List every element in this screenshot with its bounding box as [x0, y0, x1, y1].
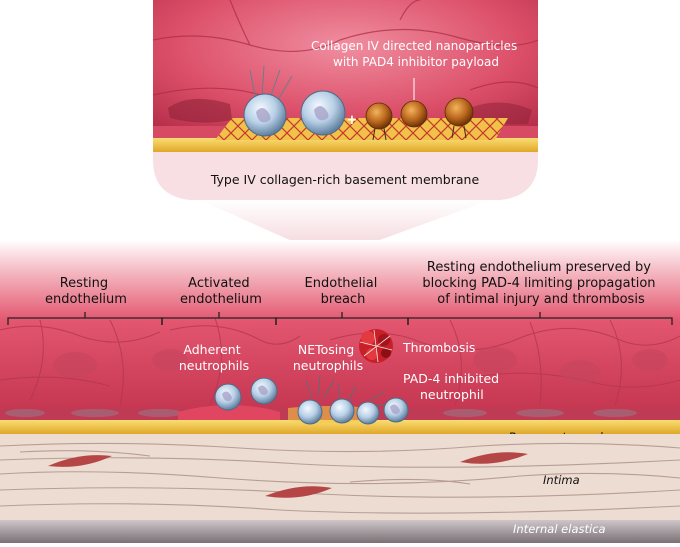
inset-cell-outlines	[152, 0, 539, 99]
stage-title-breach: Endothelial breach	[305, 276, 382, 307]
cell-nuclei	[53, 347, 668, 384]
adherent-neutrophil-2	[250, 377, 278, 405]
flattened-nuclei	[5, 409, 637, 417]
netosing-neutrophil-3	[356, 401, 380, 425]
pad4-inhibited-neutrophil	[383, 397, 409, 423]
internal-elastica-layer	[0, 520, 680, 543]
nanoparticle-3	[444, 97, 474, 139]
adherent-neutrophils-label: Adherent neutrophils	[179, 342, 249, 373]
netosing-neutrophils-label: NETosing neutrophils	[293, 342, 363, 373]
inset-panel: Type IV collagen-rich basement membrane …	[152, 0, 539, 200]
stage-title-resting: Resting endothelium	[45, 276, 127, 307]
stage-title-preserved: Resting endothelium preserved by blockin…	[422, 260, 659, 307]
activated-cell-bulge	[178, 405, 280, 420]
inset-neutrophil-1	[243, 65, 293, 137]
collagen-mesh	[215, 118, 508, 140]
inset-caption-band	[153, 152, 538, 200]
inset-neutrophil-2	[300, 90, 346, 136]
pad4-inhibited-label: PAD-4 inhibited neutrophil	[403, 371, 503, 402]
endothelium-tissue	[0, 240, 680, 420]
netosing-neutrophil-1	[297, 399, 323, 425]
endothelial-cell-outlines	[0, 317, 680, 406]
plus-sign: +	[347, 113, 358, 128]
basement-membrane-layer	[0, 420, 680, 434]
net-strands	[249, 65, 293, 101]
thrombus	[359, 329, 393, 363]
magnification-funnel	[200, 200, 490, 258]
inset-basement-layer	[153, 138, 538, 152]
section-brackets	[7, 312, 673, 325]
main-panel: Basement membrane Intima Internal elasti…	[0, 240, 680, 543]
smooth-muscle-cells	[48, 452, 528, 498]
adherent-neutrophil-1	[214, 383, 242, 411]
internal-elastica-label: Internal elastica	[513, 522, 606, 536]
inset-nucleus-left	[168, 98, 232, 123]
netosing-neutrophil-2	[329, 398, 355, 424]
inset-membrane-caption: Type IV collagen-rich basement membrane	[210, 172, 480, 187]
nanoparticle-2	[400, 100, 428, 128]
thrombosis-label: Thrombosis	[402, 340, 475, 355]
intima-label: Intima	[543, 473, 580, 487]
nanoparticle-1	[365, 102, 393, 141]
nanoparticle-label: Collagen IV directed nanoparticles with …	[311, 39, 521, 69]
stage-title-activated: Activated endothelium	[180, 276, 262, 307]
